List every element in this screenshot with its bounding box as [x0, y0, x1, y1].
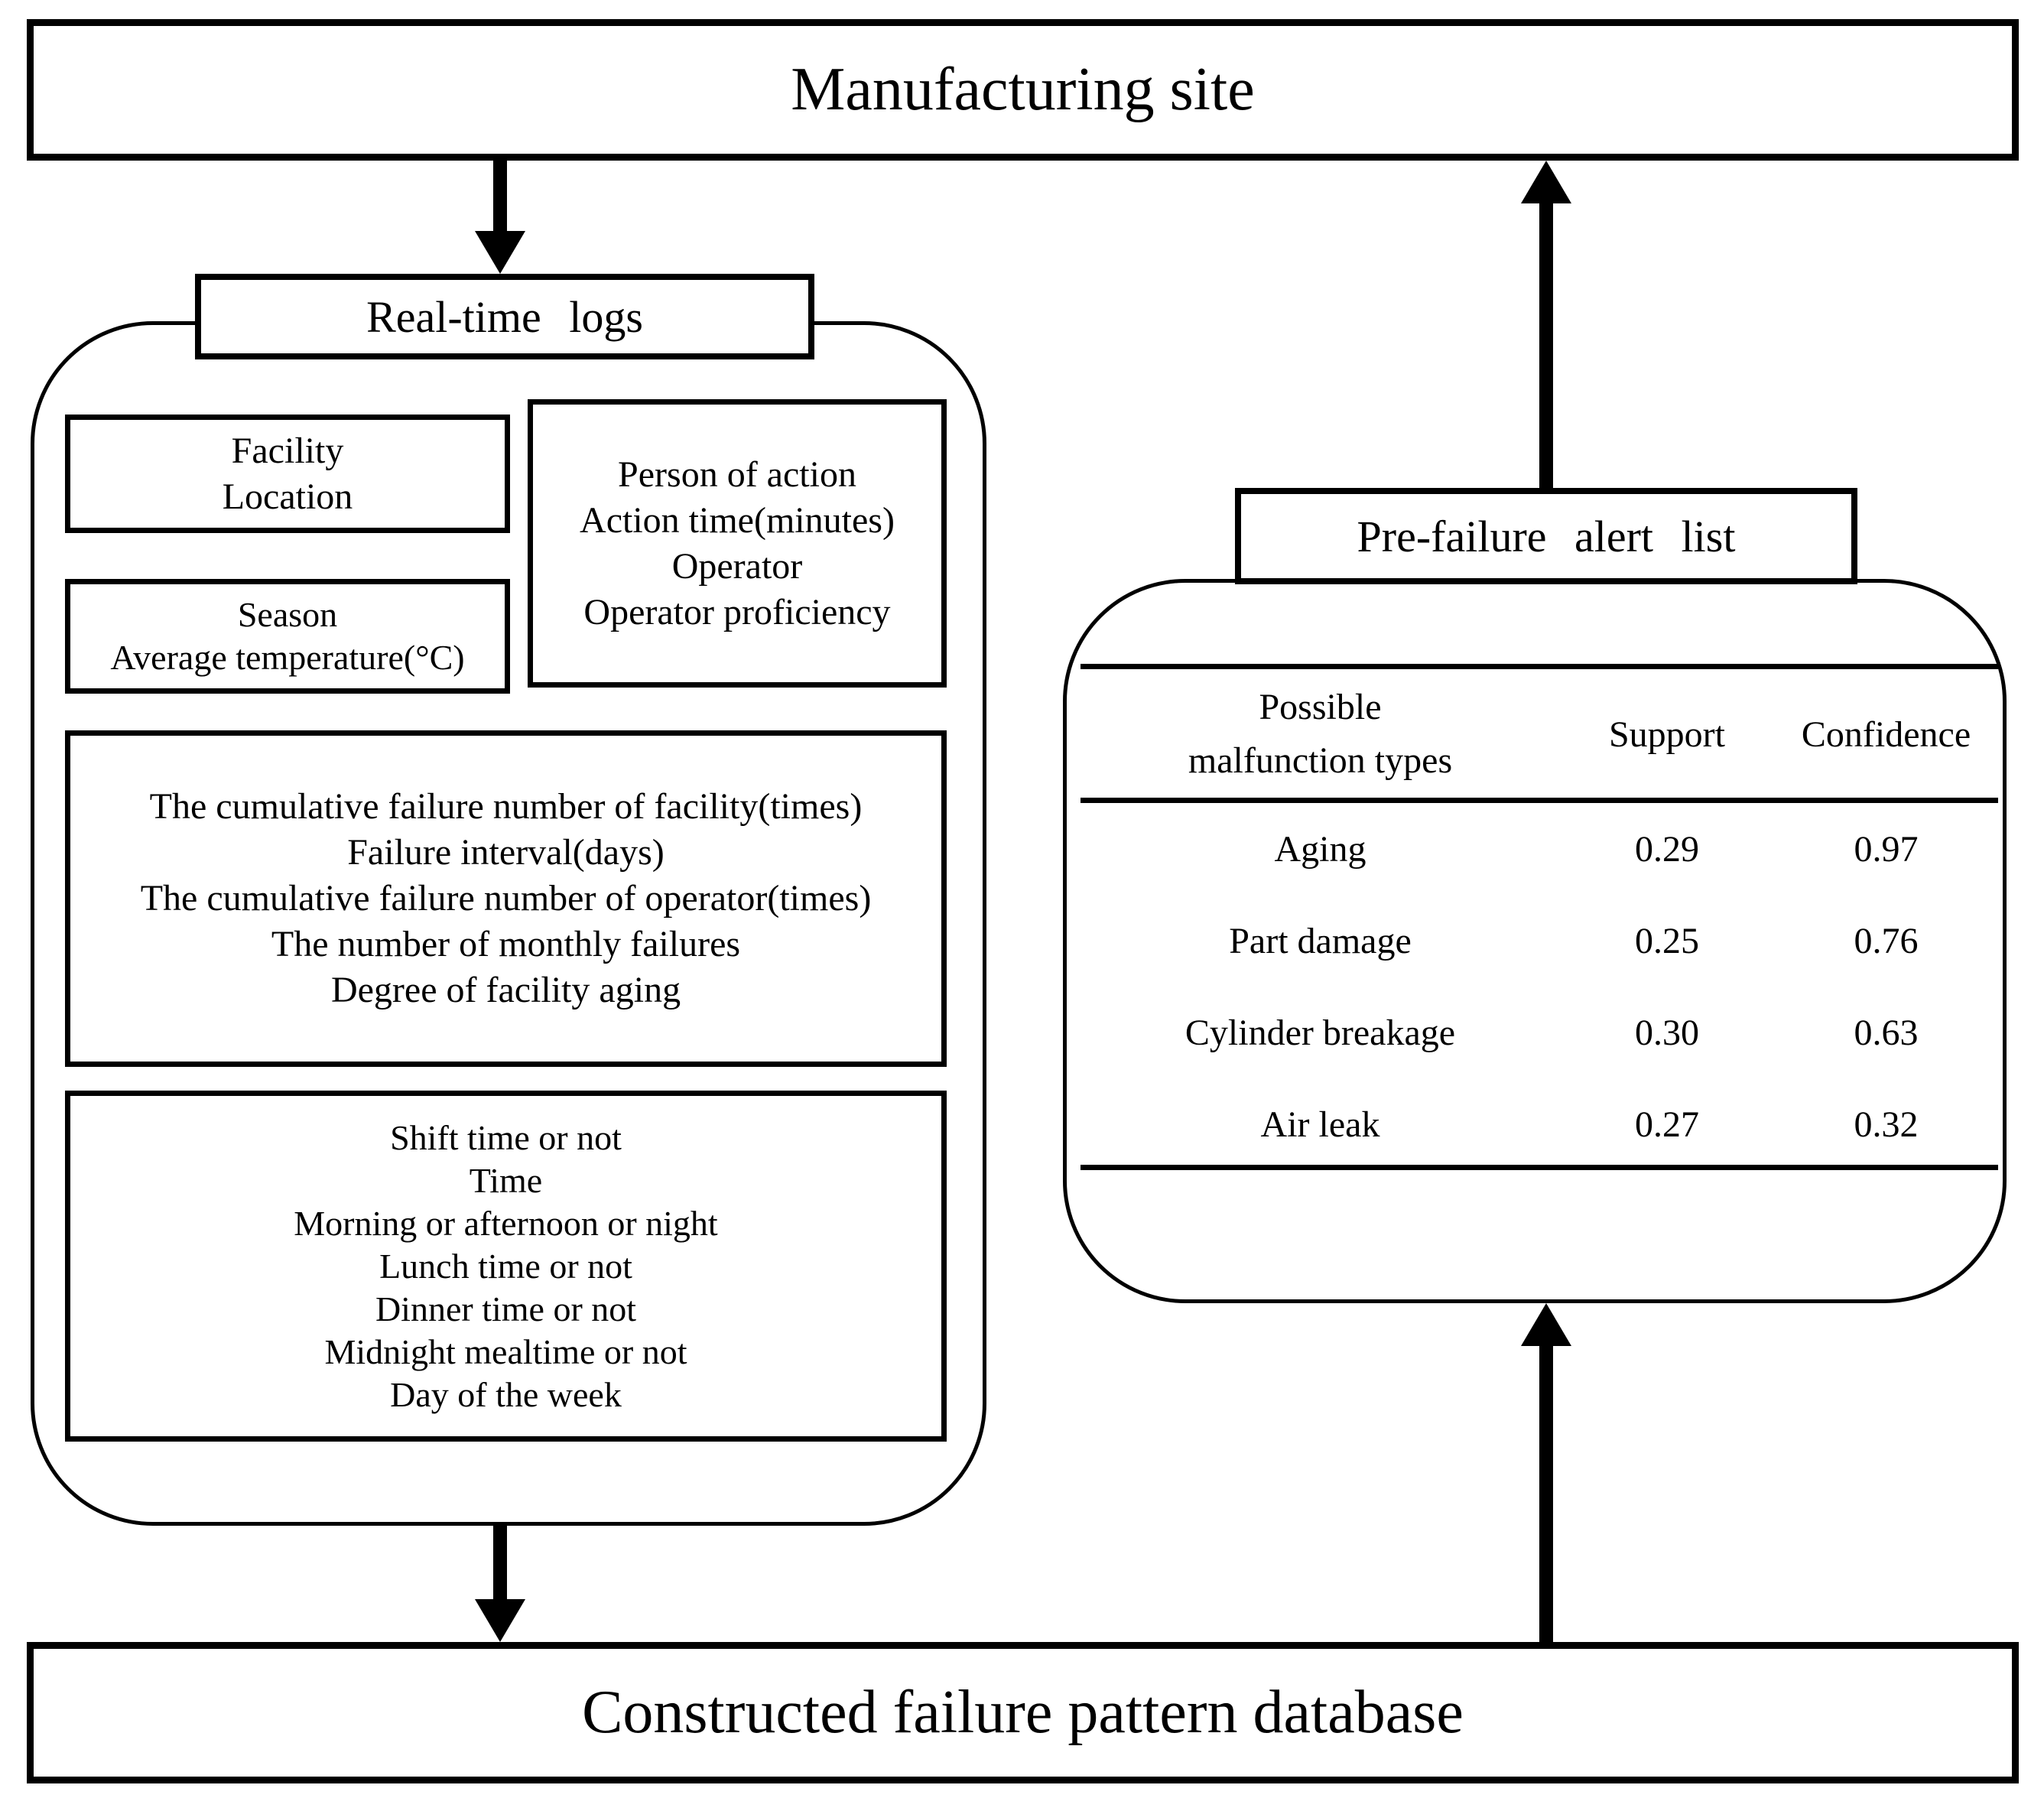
malfunction-types-header-line2: malfunction types	[1188, 740, 1453, 781]
season-temperature-box: Season Average temperature(°C)	[65, 579, 510, 694]
time-context-box: Shift time or not Time Morning or aftern…	[65, 1091, 947, 1442]
support-cell: 0.25	[1635, 920, 1699, 961]
facility-line: Facility	[231, 430, 344, 471]
alert-list-title-box: Pre-failure alert list	[1235, 488, 1857, 584]
support-cell: 0.29	[1635, 828, 1699, 870]
malfunction-types-header: Possible malfunction types	[1080, 681, 1560, 788]
facility-location-box: Facility Location	[65, 415, 510, 533]
manufacturing-site-title: Manufacturing site	[791, 56, 1255, 123]
arrow-logs-to-database-head-icon	[475, 1599, 525, 1642]
confidence-cell: 0.32	[1854, 1104, 1919, 1145]
average-temperature-line: Average temperature(°C)	[110, 638, 465, 677]
alert-list-container	[1063, 579, 2007, 1303]
table-row-part-damage: Part damage 0.25 0.76	[1080, 914, 1998, 967]
manufacturing-site-banner: Manufacturing site	[27, 19, 2019, 161]
cumulative-operator-failures-line: The cumulative failure number of operato…	[140, 878, 872, 919]
alert-list-title: Pre-failure alert list	[1357, 511, 1736, 561]
support-cell: 0.27	[1635, 1104, 1699, 1145]
confidence-cell: 0.97	[1854, 828, 1919, 870]
location-line: Location	[222, 476, 353, 517]
time-line: Time	[469, 1160, 543, 1200]
confidence-header: Confidence	[1801, 714, 1971, 755]
monthly-failures-line: The number of monthly failures	[271, 924, 741, 964]
arrow-manufacturing-to-logs-shaft	[493, 161, 507, 234]
table-row-air-leak: Air leak 0.27 0.32	[1080, 1097, 1998, 1151]
malfunction-type-cell: Air leak	[1260, 1104, 1380, 1145]
shift-time-line: Shift time or not	[390, 1117, 622, 1157]
arrow-database-to-alerts-shaft	[1539, 1344, 1553, 1642]
malfunction-type-cell: Cylinder breakage	[1184, 1012, 1456, 1053]
arrow-logs-to-database-shaft	[493, 1526, 507, 1599]
support-cell: 0.30	[1635, 1012, 1699, 1053]
failure-statistics-box: The cumulative failure number of facilit…	[65, 730, 947, 1067]
morning-afternoon-night-line: Morning or afternoon or night	[294, 1203, 718, 1243]
arrow-alerts-to-manufacturing-head-icon	[1521, 161, 1571, 203]
season-line: Season	[237, 595, 338, 634]
person-of-action-box: Person of action Action time(minutes) Op…	[528, 399, 947, 688]
constructed-database-banner: Constructed failure pattern database	[27, 1642, 2019, 1783]
facility-aging-line: Degree of facility aging	[330, 970, 681, 1010]
table-row-aging: Aging 0.29 0.97	[1080, 822, 1998, 876]
operator-proficiency-line: Operator proficiency	[583, 591, 891, 632]
realtime-logs-title: Real-time logs	[366, 291, 643, 342]
confidence-cell: 0.63	[1854, 1012, 1919, 1053]
table-top-rule	[1080, 664, 1998, 669]
table-header-row: Possible malfunction types Support Confi…	[1080, 673, 1998, 795]
malfunction-types-header-line1: Possible	[1259, 687, 1382, 727]
arrow-manufacturing-to-logs-head-icon	[475, 231, 525, 274]
cumulative-facility-failures-line: The cumulative failure number of facilit…	[149, 786, 863, 827]
confidence-cell: 0.76	[1854, 920, 1919, 961]
table-bottom-rule	[1080, 1165, 1998, 1170]
person-of-action-line: Person of action	[618, 454, 856, 495]
dinner-time-line: Dinner time or not	[375, 1289, 637, 1328]
table-row-cylinder-breakage: Cylinder breakage 0.30 0.63	[1080, 1006, 1998, 1059]
action-time-line: Action time(minutes)	[580, 499, 895, 541]
failure-interval-line: Failure interval(days)	[347, 832, 665, 873]
operator-line: Operator	[671, 545, 803, 587]
arrow-database-to-alerts-head-icon	[1521, 1303, 1571, 1346]
constructed-database-title: Constructed failure pattern database	[582, 1679, 1464, 1746]
table-header-rule	[1080, 798, 1998, 803]
malfunction-type-cell: Aging	[1274, 828, 1366, 870]
lunch-time-line: Lunch time or not	[379, 1246, 632, 1286]
arrow-alerts-to-manufacturing-shaft	[1539, 200, 1553, 489]
support-header: Support	[1608, 714, 1725, 755]
midnight-mealtime-line: Midnight mealtime or not	[324, 1331, 687, 1371]
malfunction-type-cell: Part damage	[1229, 920, 1412, 961]
day-of-week-line: Day of the week	[390, 1374, 622, 1414]
realtime-logs-title-box: Real-time logs	[195, 274, 814, 359]
